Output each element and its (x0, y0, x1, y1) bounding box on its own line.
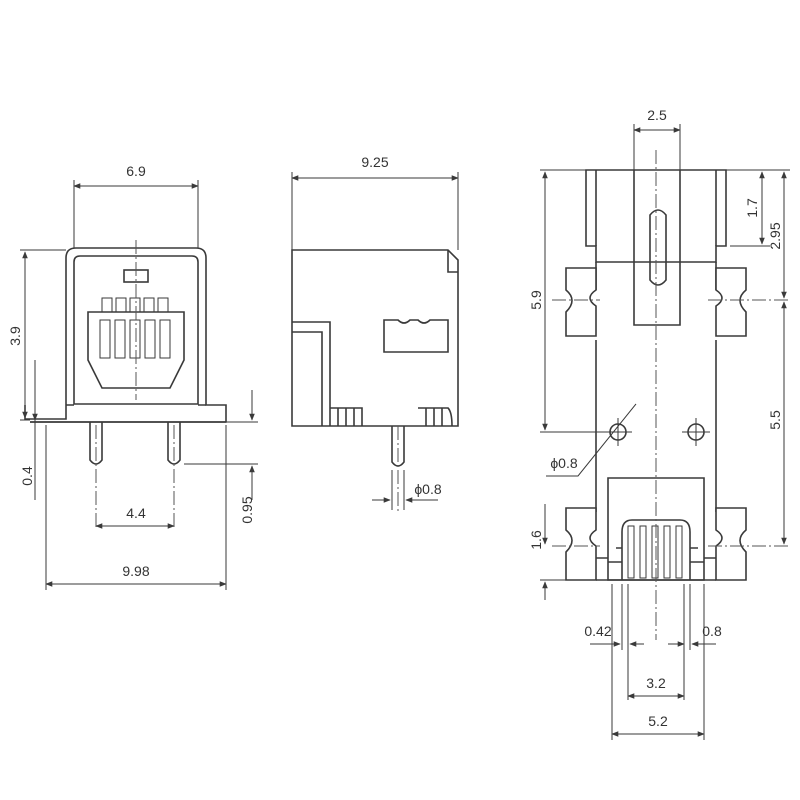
dim-footprint-hole-diameter: ϕ0.8 (550, 455, 578, 471)
front-shell-inner (73, 255, 199, 405)
front-contacts (99, 297, 171, 359)
dim-footprint-outer-span: 5.2 (648, 713, 668, 729)
dim-footprint-top-width: 2.5 (647, 107, 667, 123)
dim-front-width-top: 6.9 (126, 163, 146, 179)
dim-front-overall-width: 9.98 (122, 563, 149, 579)
dim-footprint-upper-height: 5.9 (528, 290, 544, 310)
front-view: 6.9 3.9 0.4 4.4 0.95 9.98 (7, 163, 258, 590)
dim-front-height: 3.9 (7, 326, 23, 346)
dim-footprint-top-offset: 2.95 (767, 222, 783, 249)
footprint-tongue (633, 170, 681, 326)
side-view: 9.25 ϕ0.8 (291, 154, 459, 512)
dim-footprint-pads-span: 3.2 (646, 675, 666, 691)
footprint-pad-lower-left (565, 507, 597, 581)
footprint-hole-right (682, 418, 710, 446)
dim-footprint-pad-width: 0.42 (584, 623, 611, 639)
dim-side-length: 9.25 (361, 154, 388, 170)
footprint-pad-lower-right (715, 507, 747, 581)
dim-side-pin-diameter: ϕ0.8 (414, 481, 442, 497)
dim-front-pin-length: 0.95 (239, 496, 255, 523)
dim-footprint-bottom-tab: 1.6 (528, 530, 544, 550)
dim-front-pin-spacing: 4.4 (126, 505, 146, 521)
footprint-view: 2.5 1.7 2.95 5.9 5.5 ϕ0.8 1.6 0.42 0.8 (528, 107, 790, 740)
dim-footprint-lower-height: 5.5 (767, 410, 783, 430)
footprint-hole-left (604, 418, 632, 446)
side-body (291, 249, 459, 427)
side-slot (383, 319, 449, 353)
dim-footprint-tab-height: 1.7 (744, 198, 760, 218)
dim-front-pin-below: 0.4 (19, 466, 35, 486)
side-step (292, 321, 331, 426)
footprint-pad-upper-left (565, 267, 597, 337)
footprint-pad-upper-right (715, 267, 747, 337)
dim-footprint-pad-pitch: 0.8 (702, 623, 722, 639)
front-flange (30, 404, 226, 423)
